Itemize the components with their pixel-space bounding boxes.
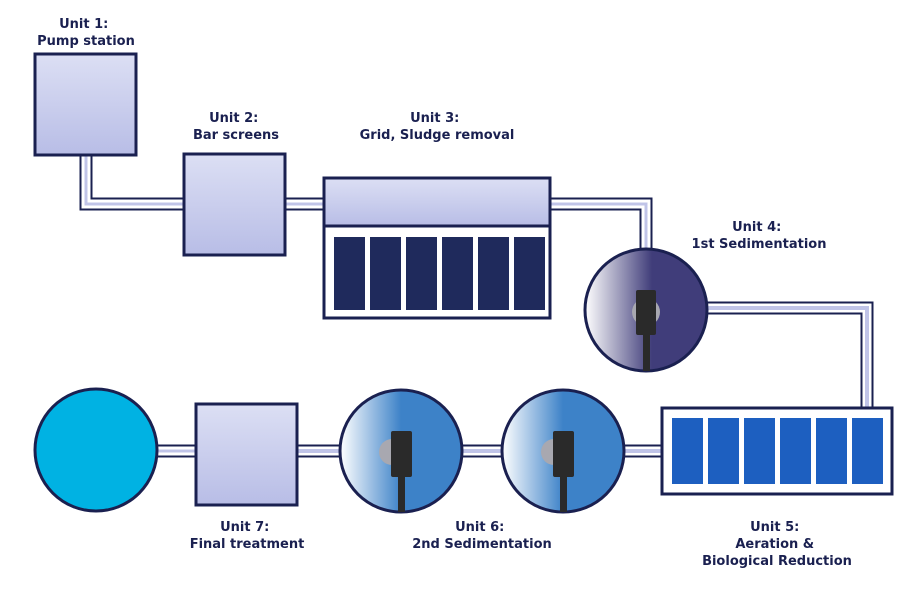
- final-effluent-pool: [33, 387, 159, 513]
- unit2-bar-screens-tank: [182, 152, 287, 257]
- unit5-cell: [816, 418, 847, 484]
- unit6-secondary-clarifier-left: [338, 388, 464, 514]
- unit5-cell: [852, 418, 883, 484]
- pipe-unit4-unit5-outline: [707, 301, 874, 408]
- unit3-sludge-cells: [334, 237, 545, 310]
- unit1-label: Unit 1: Pump station: [37, 17, 135, 49]
- unit7-final-treatment-tank: [194, 402, 299, 507]
- unit2-label: Unit 2: Bar screens: [193, 111, 279, 143]
- unit3-cell: [406, 237, 437, 310]
- unit5-aeration-basin: [660, 406, 894, 496]
- unit3-cell: [478, 237, 509, 310]
- unit5-cell: [744, 418, 775, 484]
- unit3-label: Unit 3: Grid, Sludge removal: [360, 111, 515, 143]
- clarifier-scraper-icon: [391, 431, 412, 477]
- unit3-cell: [514, 237, 545, 310]
- unit5-cell: [780, 418, 811, 484]
- unit3-cell: [370, 237, 401, 310]
- unit1-pump-station-tank: [33, 52, 138, 157]
- unit5-cell: [708, 418, 739, 484]
- unit5-aeration-cells: [672, 418, 883, 484]
- unit7-label: Unit 7: Final treatment: [190, 520, 305, 552]
- unit3-cell: [334, 237, 365, 310]
- unit3-grit-tank: [322, 176, 552, 320]
- unit4-label: Unit 4: 1st Sedimentation: [692, 220, 827, 252]
- pipe-unit1-unit2-body: [81, 155, 184, 209]
- pipe-unit4-unit5-body: [707, 303, 872, 408]
- unit5-label: Unit 5: Aeration & Biological Reduction: [702, 520, 852, 569]
- pipe-unit3-unit4-body: [550, 199, 651, 250]
- pipe-unit1-unit2-outline: [79, 155, 184, 211]
- unit5-cell: [672, 418, 703, 484]
- pipe-unit4-unit5-core: [707, 306, 869, 408]
- pipe-unit3-unit4-outline: [550, 197, 653, 250]
- pipes: [79, 155, 874, 458]
- pipe-unit1-unit2-core: [84, 155, 184, 206]
- unit3-cell: [442, 237, 473, 310]
- unit6-label: Unit 6: 2nd Sedimentation: [412, 520, 552, 552]
- pipe-unit3-unit4-core: [550, 202, 648, 250]
- clarifier-scraper-icon: [636, 290, 656, 335]
- unit6-secondary-clarifier-right: [500, 388, 626, 514]
- unit4-primary-clarifier: [583, 247, 709, 373]
- clarifier-scraper-icon: [553, 431, 574, 477]
